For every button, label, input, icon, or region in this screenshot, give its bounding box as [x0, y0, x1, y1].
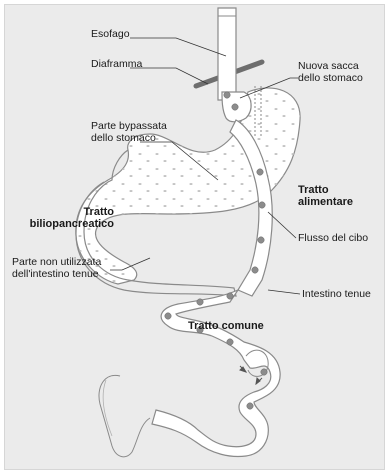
label-flusso-cibo: Flusso del cibo: [298, 232, 368, 244]
label-tratto-biliopancreatico: Tratto biliopancreatico: [4, 206, 114, 230]
label-tratto-bilio-line2: biliopancreatico: [4, 218, 114, 230]
label-parte-bypassata-line1: Parte bypassata: [91, 120, 167, 132]
label-tratto-alimentare-line1: Tratto: [298, 184, 353, 196]
label-tratto-alimentare: Tratto alimentare: [298, 184, 353, 208]
label-esofago: Esofago: [91, 28, 130, 40]
label-parte-non-utilizzata-line2: dell'intestino tenue: [12, 268, 101, 280]
label-nuova-sacca-line1: Nuova sacca: [298, 60, 363, 72]
label-parte-non-utilizzata-line1: Parte non utilizzata: [12, 256, 101, 268]
large-intestine: [99, 375, 150, 456]
label-parte-non-utilizzata: Parte non utilizzata dell'intestino tenu…: [12, 256, 101, 280]
label-nuova-sacca-line2: dello stomaco: [298, 72, 363, 84]
label-parte-bypassata-line2: dello stomaco: [91, 132, 167, 144]
label-tratto-alimentare-line2: alimentare: [298, 196, 353, 208]
label-nuova-sacca: Nuova sacca dello stomaco: [298, 60, 363, 84]
label-tratto-bilio-line1: Tratto: [4, 206, 114, 218]
label-diaframma: Diaframma: [91, 58, 142, 70]
label-parte-bypassata: Parte bypassata dello stomaco: [91, 120, 167, 144]
label-tratto-comune: Tratto comune: [188, 320, 264, 332]
label-intestino-tenue: Intestino tenue: [302, 288, 371, 300]
